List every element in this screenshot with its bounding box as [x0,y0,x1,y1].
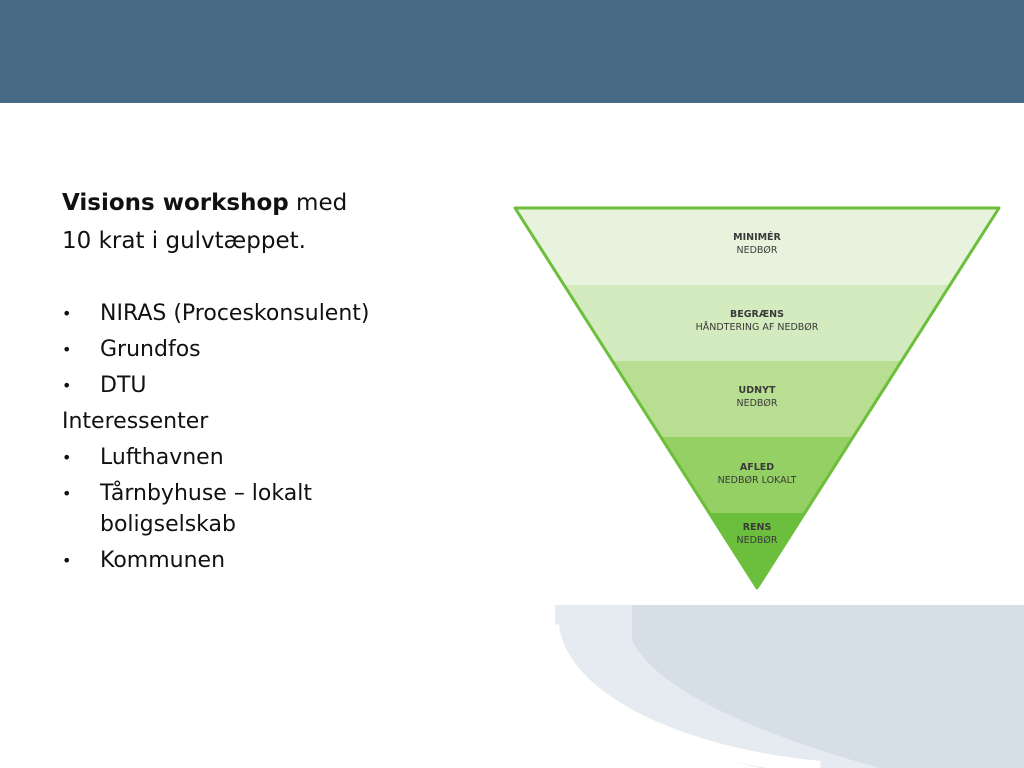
pyramid-level-2 [564,285,950,361]
header-bar [0,0,1024,103]
bullet-icon: • [62,484,72,503]
bullet-list-partners: •NIRAS (Proceskonsulent) •Grundfos •DTU [62,298,482,401]
swoosh-highlight [545,623,821,768]
slide-title-line-1: Visions workshop med [62,184,482,222]
slide-text: Visions workshop med 10 krat i gulvtæppe… [62,184,482,581]
title-rest: med [288,190,348,216]
subheading-stakeholders: Interessenter [62,409,209,434]
list-item: •Lufthavnen [62,442,482,473]
pyramid-level-4 [660,437,854,513]
pyramid-level-title: MINIMÉR [733,231,781,243]
pyramid-level-title: RENS [743,522,772,533]
pyramid-outline [513,206,1001,590]
bullet-icon: • [62,376,72,395]
pyramid-level-subtitle: NEDBØR LOKALT [718,475,797,486]
pyramid-level-5 [709,513,805,588]
pyramid-level-1 [515,208,999,285]
swoosh-front-shape [632,605,1024,768]
bullet-icon: • [62,304,72,323]
pyramid-level-title: BEGRÆNS [730,309,784,320]
list-item: •Grundfos [62,334,482,365]
bullet-icon: • [62,551,72,570]
title-bold: Visions workshop [62,190,289,216]
pyramid-level-title: AFLED [740,462,774,473]
pyramid-level-3 [612,361,902,437]
bullet-icon: • [62,340,72,359]
pyramid-level-subtitle: HÅNDTERING AF NEDBØR [696,321,819,333]
list-item: •DTU [62,370,482,401]
slide-title-line-2: 10 krat i gulvtæppet. [62,228,306,254]
pyramid-level-subtitle: NEDBØR [736,245,777,256]
list-item: •NIRAS (Proceskonsulent) [62,298,482,329]
list-item: •Kommunen [62,545,482,576]
pyramid-level-subtitle: NEDBØR [736,535,777,546]
pyramid-level-title: UDNYT [739,385,776,396]
bullet-icon: • [62,448,72,467]
pyramid-level-subtitle: NEDBØR [736,398,777,409]
